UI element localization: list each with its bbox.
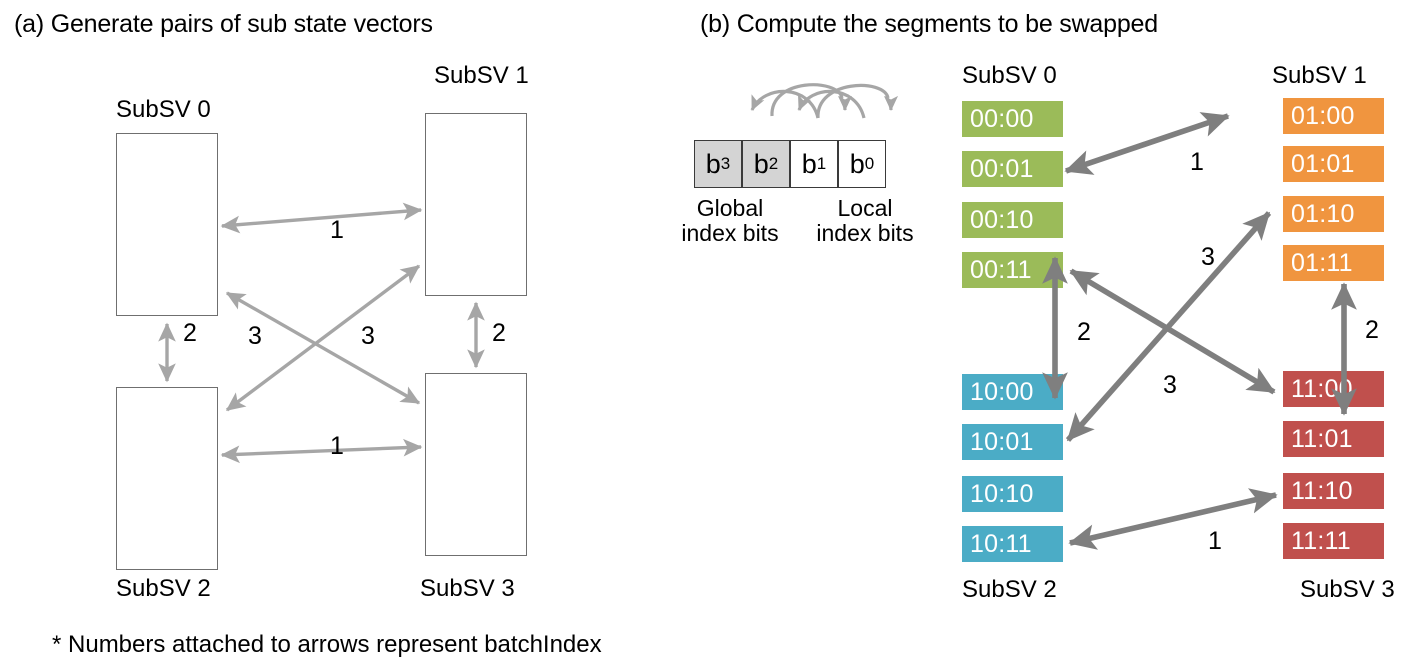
segment-01-10: 01:10	[1283, 196, 1384, 232]
segment-01-01: 01:01	[1283, 146, 1384, 182]
segment-00-10: 00:10	[962, 202, 1063, 238]
panel-a-arrowlabel-diag-right: 3	[361, 322, 375, 350]
panel-b-arrowlabel-sv0-sv1: 1	[1190, 148, 1204, 176]
bit-cell-b2-sub: 2	[768, 154, 779, 173]
panel-b-title: (b) Compute the segments to be swapped	[700, 10, 1158, 38]
panel-a-label-subsv2: SubSV 2	[116, 575, 211, 602]
bit-cell-b3-sub: 3	[720, 154, 731, 173]
segment-10-10: 10:10	[962, 476, 1063, 512]
panel-a-box-subsv1	[425, 113, 527, 296]
bit-caption-global: Global index bits	[660, 196, 800, 246]
segment-11-11: 11:11	[1283, 523, 1384, 559]
segment-10-11: 10:11	[962, 526, 1063, 562]
bit-caption-global-line2: index bits	[681, 219, 779, 246]
segment-11-01: 11:01	[1283, 421, 1384, 457]
segment-01-00: 01:00	[1283, 98, 1384, 134]
panel-a-label-subsv0: SubSV 0	[116, 96, 211, 123]
panel-a-box-subsv2	[116, 387, 218, 570]
segment-10-01: 10:01	[962, 424, 1063, 460]
panel-a-arrowlabel-diag-left: 3	[248, 322, 262, 350]
bit-caption-local-line2: index bits	[816, 219, 914, 246]
panel-a-box-subsv3	[425, 373, 527, 556]
segment-01-11: 01:11	[1283, 245, 1384, 281]
panel-a-label-subsv1: SubSV 1	[434, 62, 529, 89]
bit-caption-local: Local index bits	[795, 196, 935, 246]
segment-11-10: 11:10	[1283, 473, 1384, 509]
bit-caption-local-line1: Local	[837, 195, 893, 221]
bit-cell-b0-sub: 0	[864, 154, 875, 173]
panel-b-label-subsv3: SubSV 3	[1300, 576, 1395, 603]
panel-b-arrowlabel-sv2-sv3: 1	[1208, 527, 1222, 555]
panel-a-title: (a) Generate pairs of sub state vectors	[14, 10, 433, 38]
panel-a-arrowlabel-left: 2	[183, 319, 197, 347]
panel-a-arrowlabel-right: 2	[492, 319, 506, 347]
bit-cell-b1-sub: 1	[816, 154, 827, 173]
panel-b-label-subsv1: SubSV 1	[1272, 62, 1367, 89]
panel-b-arrowlabel-sv0-sv3: 3	[1163, 371, 1177, 399]
panel-b-arrowlabel-sv0-sv2: 2	[1077, 318, 1091, 346]
panel-a-arrowlabel-bottom: 1	[330, 432, 344, 460]
segment-00-01: 00:01	[962, 151, 1063, 187]
bit-caption-global-line1: Global	[696, 195, 764, 221]
panel-b-arrowlabel-sv1-sv3: 2	[1365, 316, 1379, 344]
panel-a-label-subsv3: SubSV 3	[420, 575, 515, 602]
panel-a-arrowlabel-top: 1	[330, 216, 344, 244]
segment-00-00: 00:00	[962, 101, 1063, 137]
footnote: * Numbers attached to arrows represent b…	[52, 631, 602, 658]
panel-a-box-subsv0	[116, 133, 218, 316]
panel-b-arrowlabel-sv2-sv1: 3	[1201, 243, 1215, 271]
bit-swap-arrows	[750, 83, 899, 119]
panel-b-label-subsv0: SubSV 0	[962, 62, 1057, 89]
panel-b-label-subsv2: SubSV 2	[962, 576, 1057, 603]
